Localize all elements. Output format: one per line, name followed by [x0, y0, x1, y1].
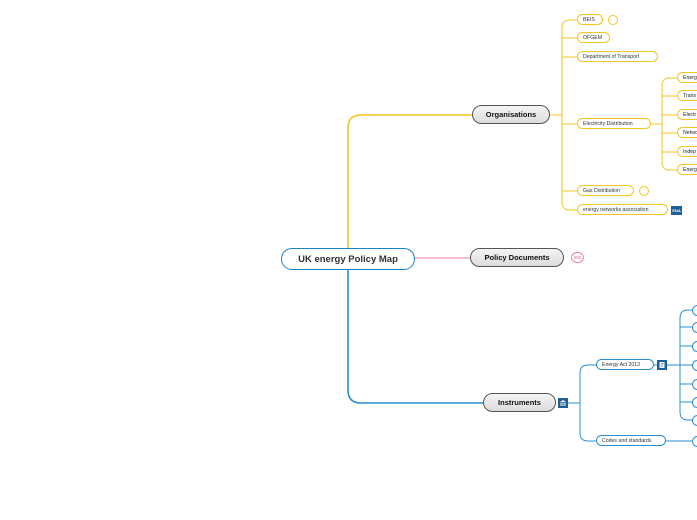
energy-act-child-node[interactable]	[692, 359, 697, 371]
ofgem-node[interactable]: OFGEM	[577, 32, 610, 43]
electricity-child-node[interactable]: Indep	[677, 146, 697, 157]
connector-electricity-trunk	[651, 77, 677, 171]
electricity-child-node[interactable]: Electr	[677, 109, 697, 120]
connector-root-instruments	[347, 270, 483, 404]
connector-organisations-trunk	[550, 28, 563, 202]
energy-act-child-node[interactable]	[692, 304, 697, 316]
energy-act-child-node[interactable]	[692, 396, 697, 408]
codes-child-node[interactable]	[692, 435, 697, 447]
energy-act-child-node[interactable]	[692, 378, 697, 390]
organisations-node[interactable]: Organisations	[472, 105, 550, 124]
instruments-node[interactable]: Instruments	[483, 393, 556, 412]
root-node[interactable]: UK energy Policy Map	[281, 248, 415, 270]
energy-act-child-node[interactable]	[692, 321, 697, 333]
energy-act-child-node[interactable]	[692, 414, 697, 426]
gas-distribution-node[interactable]: Gas Distribution	[577, 185, 634, 196]
beis-collapse-badge[interactable]	[608, 14, 618, 25]
beis-node[interactable]: BEIS	[577, 14, 603, 25]
connector-energy-act-children	[654, 309, 695, 421]
connector-instruments-trunk	[568, 364, 596, 442]
energy-act-child-node[interactable]	[692, 340, 697, 352]
gov-icon	[558, 398, 568, 408]
document-icon-glyph	[659, 362, 665, 368]
electricity-child-node[interactable]: Netwo	[677, 127, 697, 138]
policy-documents-node[interactable]: Policy Documents	[470, 248, 564, 267]
codes-and-standards-node[interactable]: Codes and standards	[596, 435, 666, 446]
electricity-distribution-node[interactable]: Electricity Distribution	[577, 118, 651, 129]
policy-collapse-badge[interactable]: 250	[571, 252, 584, 263]
connector-beis	[561, 19, 577, 29]
ena-logo-icon: ENA	[671, 205, 682, 215]
electricity-child-node[interactable]: Energ	[677, 164, 697, 175]
energy-act-node[interactable]: Energy Act 2013	[596, 359, 654, 370]
electricity-child-node[interactable]: Energ	[677, 72, 697, 83]
document-icon	[657, 360, 667, 370]
gov-icon-glyph	[560, 400, 566, 406]
connector-ena	[561, 201, 577, 211]
electricity-child-node[interactable]: Trans	[677, 90, 697, 101]
energy-networks-association-node[interactable]: energy networks association	[577, 204, 668, 215]
gas-collapse-badge[interactable]	[639, 185, 649, 196]
connector-root-organisations	[347, 114, 472, 248]
department-of-transport-node[interactable]: Department of Transport	[577, 51, 658, 62]
